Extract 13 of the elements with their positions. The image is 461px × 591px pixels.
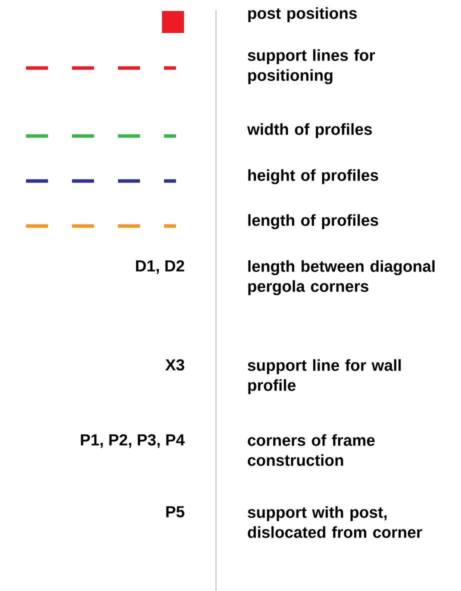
description-text: support with post, dislocated from corner bbox=[248, 506, 422, 538]
symbol-label: P5 bbox=[166, 506, 184, 518]
legend-text: width of profiles bbox=[247, 123, 372, 138]
legend-text: support lines for positioning bbox=[248, 49, 375, 84]
symbol-label: D1, D2 bbox=[136, 260, 184, 274]
description-text: corners of frame construction bbox=[248, 434, 375, 466]
symbol-label: P1, P2, P3, P4 bbox=[80, 434, 185, 448]
description-text: support line for wall profile bbox=[248, 359, 401, 394]
legend-text: post positions bbox=[248, 7, 357, 22]
description-text: length between diagonal pergola corners bbox=[248, 260, 435, 296]
legend-text: height of profiles bbox=[248, 169, 378, 184]
symbol-label: X3 bbox=[165, 359, 184, 371]
legend-text: length of profiles bbox=[248, 214, 378, 230]
